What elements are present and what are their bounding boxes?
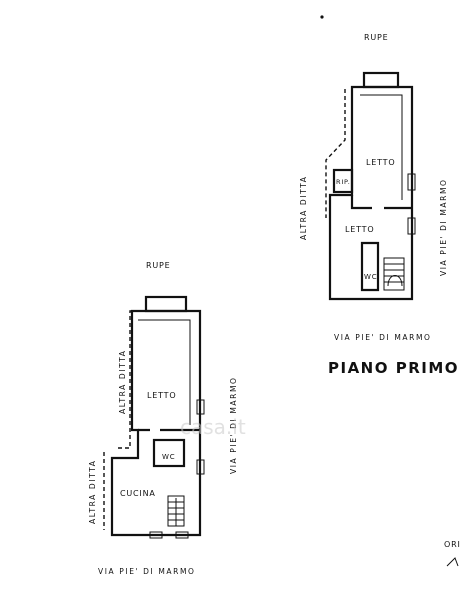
right-wc-box xyxy=(360,241,380,292)
left-room-wc-label: WC xyxy=(162,453,175,461)
left-window-upper xyxy=(196,399,205,415)
left-side-label-upper: ALTRA DITTA xyxy=(118,350,127,414)
left-stair xyxy=(167,495,185,527)
right-inner-wall xyxy=(350,195,412,210)
north-arrow-icon xyxy=(446,557,459,567)
right-room-rip-label: RIP. xyxy=(336,178,351,186)
right-inner-outline xyxy=(360,94,403,200)
right-top-label: RUPE xyxy=(364,33,389,42)
left-outer-walls xyxy=(110,309,202,537)
right-plan-title: PIANO PRIMO xyxy=(328,359,459,377)
left-bottom-label: VIA PIE' DI MARMO xyxy=(98,567,196,576)
left-door-bottom-b xyxy=(175,531,189,539)
corner-text: ORI xyxy=(444,540,461,549)
left-side-label-right: VIA PIE' DI MARMO xyxy=(229,376,238,474)
watermark: casa.it xyxy=(180,415,246,439)
right-room-upper-label: LETTO xyxy=(366,158,395,167)
right-window-lower xyxy=(407,217,416,235)
right-bottom-label: VIA PIE' DI MARMO xyxy=(334,333,432,342)
right-floor-plan: RUPE LETTO RIP. LETTO WC ALTRA DITTA VIA… xyxy=(299,33,459,377)
left-window-lower xyxy=(196,459,205,475)
right-room-wc-label: WC xyxy=(364,273,377,281)
right-rip-box xyxy=(332,168,354,194)
left-room-upper-label: LETTO xyxy=(147,391,176,400)
right-window-upper xyxy=(407,173,416,191)
left-room-lower-label: CUCINA xyxy=(120,489,156,498)
left-inner-outline xyxy=(138,319,191,425)
left-top-structure xyxy=(144,295,188,313)
right-side-label-left: ALTRA DITTA xyxy=(299,176,308,240)
left-dashed-boundary-upper xyxy=(117,310,132,449)
right-side-label-right: VIA PIE' DI MARMO xyxy=(439,178,448,276)
right-room-lower-label: LETTO xyxy=(345,225,374,234)
right-dashed-boundary xyxy=(325,89,346,218)
left-top-label: RUPE xyxy=(146,261,171,270)
right-stair xyxy=(383,257,405,291)
mark-dot xyxy=(320,15,324,19)
left-side-label-lower: ALTRA DITTA xyxy=(88,460,97,524)
right-top-structure xyxy=(362,71,400,89)
left-wc-box xyxy=(152,438,186,468)
left-door-bottom-a xyxy=(149,531,163,539)
left-floor-plan: RUPE LETTO WC CUCINA ALTRA DITTA ALTRA D… xyxy=(88,261,238,576)
